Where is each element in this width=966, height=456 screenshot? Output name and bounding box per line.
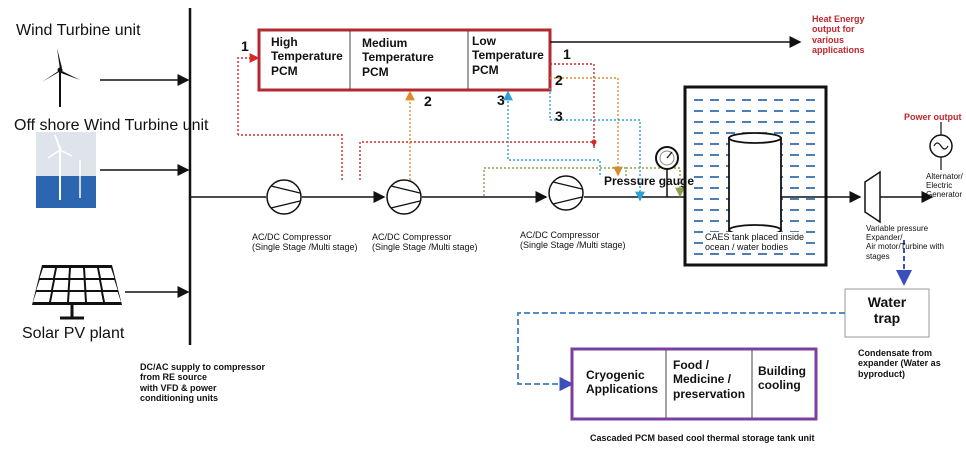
high-temp-pcm-label: High Temperature PCM (271, 35, 343, 78)
flow-number-2-right: 2 (555, 72, 563, 88)
low-temp-pcm-label: Low Temperature PCM (472, 34, 544, 77)
wind-turbine-label: Wind Turbine unit (16, 22, 141, 39)
hot-pcm-box (257, 28, 552, 92)
offshore-wind-label: Off shore Wind Turbine unit (14, 117, 209, 134)
food-medicine-label: Food / Medicine / preservation (673, 358, 746, 401)
wind-turbine-icon (42, 48, 80, 107)
flow-number-3-right: 3 (555, 108, 563, 124)
water-trap-box (844, 288, 930, 338)
pressure-gauge-label: Pressure gauge (604, 174, 695, 188)
junction-dot (591, 139, 597, 145)
building-cooling-label: Building cooling (758, 364, 806, 393)
cryogenic-label: Cryogenic Applications (586, 368, 659, 397)
flow-number-1-right: 1 (563, 46, 571, 62)
orange-flow-lines (405, 77, 623, 180)
compressor-1-label: AC/DC Compressor(Single Stage /Multi sta… (252, 232, 358, 253)
flow-number-3-mid: 3 (497, 92, 505, 108)
compressor-2-label: AC/DC Compressor(Single Stage /Multi sta… (372, 232, 478, 253)
compressor-3-icon (548, 175, 584, 211)
flow-number-1-left: 1 (241, 38, 249, 54)
generator-icon (929, 122, 953, 170)
compressor-2-icon (386, 179, 422, 215)
medium-temp-pcm-label: Medium Temperature PCM (362, 36, 434, 79)
compressor-1-icon (266, 179, 302, 215)
trap-to-cold-line (517, 312, 845, 392)
offshore-wind-photo-icon (36, 132, 96, 208)
blue-flow-lines (503, 88, 645, 202)
pressure-gauge-icon (655, 146, 679, 197)
expander-icon (864, 170, 934, 224)
solar-pv-label: Solar PV plant (22, 325, 125, 342)
cold-pcm-box (570, 347, 818, 421)
flow-number-2-mid: 2 (424, 93, 432, 109)
cold-storage-caption: Cascaded PCM based cool thermal storage … (590, 433, 815, 443)
compressor-3-label: AC/DC Compressor(Single Stage /Multi sta… (520, 230, 626, 251)
green-flow-lines (483, 167, 685, 198)
caes-tank-icon (728, 132, 782, 236)
power-output-label: Power output (904, 112, 962, 122)
solar-panel-icon (32, 265, 122, 320)
